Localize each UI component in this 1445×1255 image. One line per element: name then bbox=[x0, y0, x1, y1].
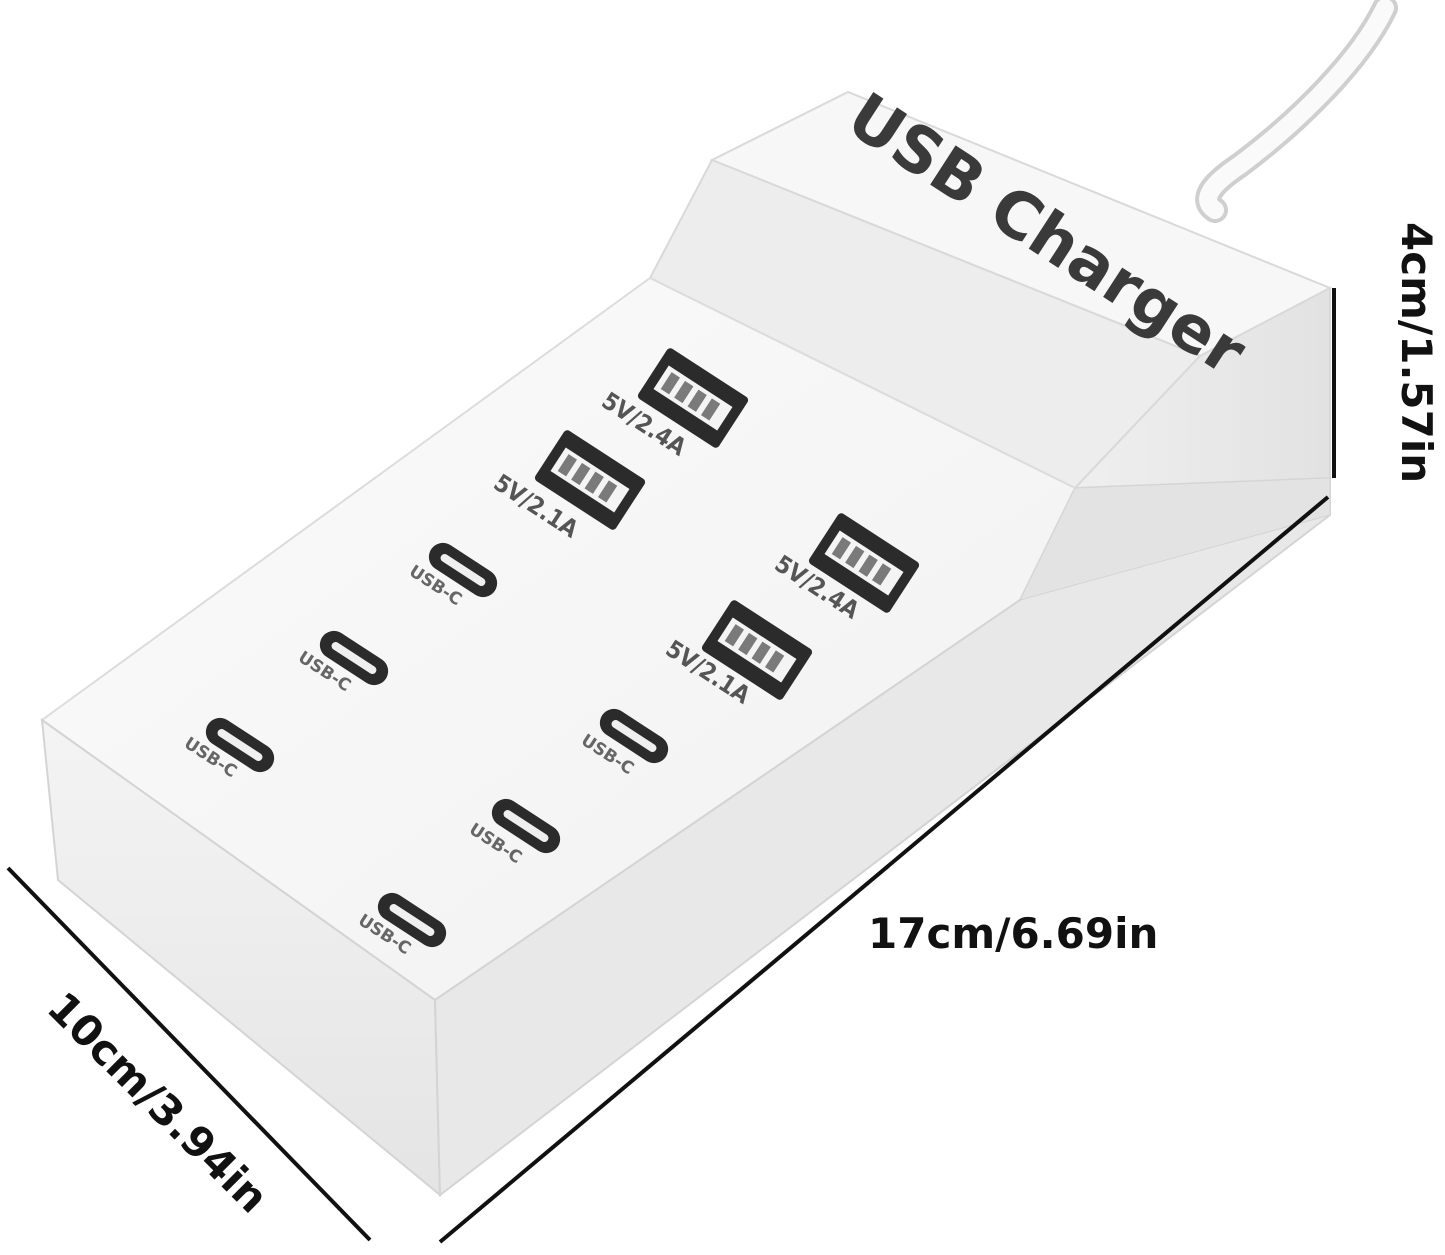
length-label: 17cm/6.69in bbox=[868, 909, 1158, 958]
height-label: 4cm/1.57in bbox=[1392, 222, 1441, 483]
usb-c-port-3 bbox=[205, 717, 275, 773]
usb-c-port-2 bbox=[319, 630, 389, 686]
charger-body bbox=[40, 90, 1333, 1198]
usb-c-port-1 bbox=[428, 542, 498, 598]
usb-c-port-6 bbox=[377, 892, 447, 948]
width-dimension-line bbox=[6, 866, 372, 1242]
usb-c-port-5 bbox=[491, 798, 561, 854]
usb-a-port-1 bbox=[637, 348, 749, 448]
usb-a-port-3 bbox=[808, 513, 920, 613]
length-dimension-line bbox=[438, 495, 1330, 1244]
usb-a-port-4 bbox=[701, 600, 813, 700]
power-cable bbox=[1195, 0, 1398, 223]
usb-c-port-4 bbox=[599, 708, 669, 764]
usb-a-port-2 bbox=[534, 430, 646, 530]
